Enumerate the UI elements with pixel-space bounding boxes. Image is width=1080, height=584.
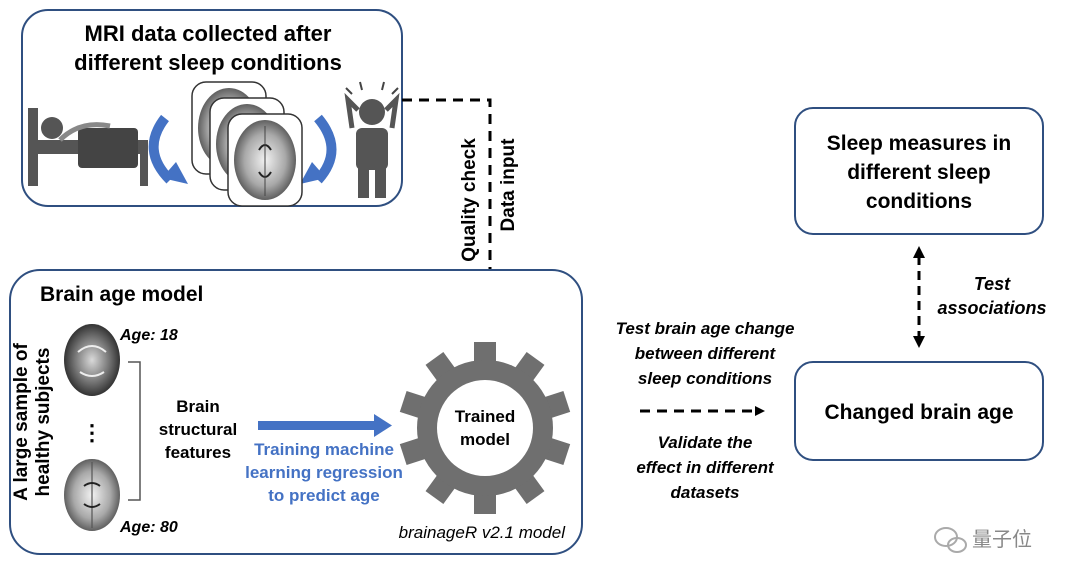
- stressed-person-icon: [344, 81, 400, 198]
- cycle-arrow-left-icon: [148, 114, 188, 184]
- mri-slices-icon: [191, 81, 303, 207]
- test-change-line2: between different: [635, 344, 777, 363]
- assoc-label-line2: associations: [937, 298, 1046, 318]
- assoc-label-line1: Test: [974, 274, 1011, 294]
- mri-title-line2: different sleep conditions: [74, 50, 342, 75]
- association-connector: [913, 246, 925, 348]
- watermark-text: 量子位: [972, 528, 1032, 551]
- age-bottom-label: Age: 80: [119, 519, 178, 536]
- ellipsis-marker: ⋮: [81, 420, 103, 445]
- features-label-line3: features: [165, 443, 231, 462]
- validate-line1: Validate the: [658, 433, 753, 452]
- cycle-arrow-right-icon: [300, 114, 337, 184]
- gear-icon: [399, 342, 571, 514]
- brain-age-model-title: Brain age model: [40, 283, 203, 306]
- training-label-line2: learning regression: [245, 463, 403, 482]
- changed-brain-age-box: [794, 361, 1044, 461]
- gear-label-line1: Trained: [455, 407, 515, 426]
- validate-line2: effect in different: [636, 458, 775, 477]
- training-label-line1: Training machine: [254, 440, 394, 459]
- gear-tooth: [474, 342, 496, 366]
- sleep-measures-line3: conditions: [866, 190, 972, 213]
- age-top-label: Age: 18: [119, 327, 178, 344]
- brain-scan-old-icon: [64, 459, 120, 531]
- sleep-measures-line1: Sleep measures in: [827, 132, 1011, 155]
- samples-label-line1: A large sample of: [11, 342, 32, 500]
- model-footer: brainageR v2.1 model: [399, 523, 567, 542]
- test-change-line3: sleep conditions: [638, 369, 772, 388]
- sleep-measures-box: [794, 107, 1044, 235]
- samples-bracket: [128, 361, 141, 501]
- quality-check-label: Quality check: [459, 138, 480, 262]
- gear-tooth: [474, 490, 496, 514]
- gear-label-line2: model: [460, 430, 510, 449]
- sleep-measures-line2: different sleep: [847, 161, 991, 184]
- brain-scan-young-icon: [64, 324, 120, 396]
- bed-icon: [28, 108, 148, 186]
- training-arrow: [258, 414, 392, 437]
- wechat-icon: [934, 527, 967, 553]
- mri-title-line1: MRI data collected after: [85, 21, 332, 46]
- validate-line3: datasets: [671, 483, 740, 502]
- samples-label-line2: healthy subjects: [33, 348, 54, 497]
- test-change-line1: Test brain age change: [616, 319, 795, 338]
- data-input-label: Data input: [498, 138, 519, 232]
- training-label-line3: to predict age: [268, 486, 379, 505]
- features-label-line1: Brain: [176, 397, 219, 416]
- changed-brain-age-label: Changed brain age: [824, 401, 1013, 424]
- features-label-line2: structural: [159, 420, 237, 439]
- data-input-connector: [402, 98, 495, 343]
